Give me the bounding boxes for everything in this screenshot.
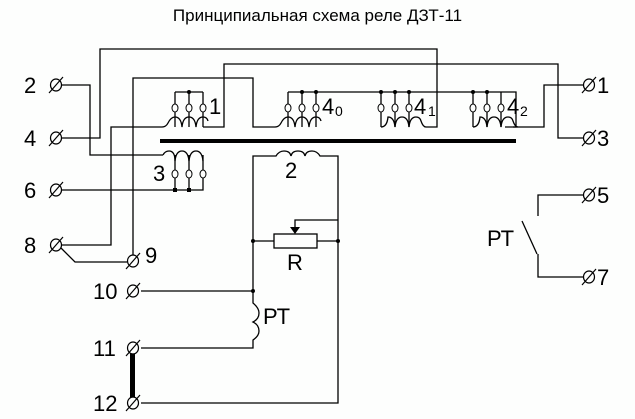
winding-2-label: 2 (285, 158, 297, 183)
winding-2: 2 (141, 150, 339, 404)
winding-1-label: 1 (209, 94, 221, 119)
winding-4-1: 4 1 (377, 90, 436, 128)
terminal-7-label: 7 (597, 265, 609, 290)
relay-coil: РТ (141, 241, 290, 349)
terminal-2[interactable]: 2 (24, 73, 64, 98)
terminal-5[interactable]: 5 (581, 183, 609, 208)
transformer-core (160, 139, 516, 143)
relay-contact-label: РТ (487, 226, 514, 251)
terminal-9-label: 9 (145, 243, 157, 268)
terminal-3-label: 3 (597, 126, 609, 151)
winding-4-0-label: 4 (322, 94, 334, 119)
winding-4-0: 4 0 (274, 90, 343, 128)
winding-4-1-sub: 1 (428, 103, 436, 119)
terminal-4[interactable]: 4 (24, 126, 64, 151)
wire-terminal4-to-w41 (58, 48, 438, 139)
wire-terminal8-to-terminal9 (59, 246, 127, 263)
terminal-5-label: 5 (597, 183, 609, 208)
winding-4-0-sub: 0 (335, 103, 343, 119)
resistor-r: R (251, 219, 340, 275)
terminal-6-label: 6 (24, 178, 36, 203)
winding-1: 1 (161, 90, 221, 128)
winding-3: 3 (153, 150, 207, 192)
wire-w42-to-terminal1 (513, 84, 583, 128)
terminal-8-label: 8 (24, 233, 36, 258)
terminal-10-label: 10 (93, 279, 117, 304)
relay-contact: РТ (487, 194, 583, 278)
wire-terminal6-to-w3 (58, 182, 204, 191)
wire-terminal9-to-w40 (132, 77, 275, 258)
resistor-label: R (287, 250, 303, 275)
relay-coil-label: РТ (263, 304, 290, 329)
wire-terminal2-to-w3 (58, 84, 163, 156)
terminal-11-label: 11 (93, 336, 116, 361)
terminal-2-label: 2 (24, 73, 36, 98)
terminal-1[interactable]: 1 (581, 73, 609, 98)
winding-4-1-label: 4 (414, 94, 426, 119)
terminal-4-label: 4 (24, 126, 36, 151)
winding-4-2-sub: 2 (520, 103, 528, 119)
terminal-1-label: 1 (597, 73, 609, 98)
terminal-3[interactable]: 3 (581, 126, 609, 151)
terminal-11[interactable]: 11 (93, 336, 141, 361)
winding-4-2-label: 4 (507, 94, 519, 119)
terminal-7[interactable]: 7 (581, 265, 609, 290)
wire-w1-to-terminal3 (203, 63, 583, 139)
diagram-title: Принципиальная схема реле ДЗТ-11 (172, 6, 463, 25)
tap-bus-w4 (288, 91, 517, 128)
terminal-12[interactable]: 12 (93, 391, 141, 416)
winding-3-label: 3 (153, 161, 165, 186)
winding-4-2: 4 2 (469, 90, 528, 128)
terminal-8[interactable]: 8 (24, 233, 64, 258)
terminal-10[interactable]: 10 (93, 279, 141, 304)
terminal-6[interactable]: 6 (24, 178, 64, 203)
wire-terminal8-to-w1 (58, 126, 162, 246)
terminal-12-label: 12 (93, 391, 117, 416)
jumper-11-12 (130, 350, 135, 400)
terminal-9[interactable]: 9 (125, 243, 157, 270)
